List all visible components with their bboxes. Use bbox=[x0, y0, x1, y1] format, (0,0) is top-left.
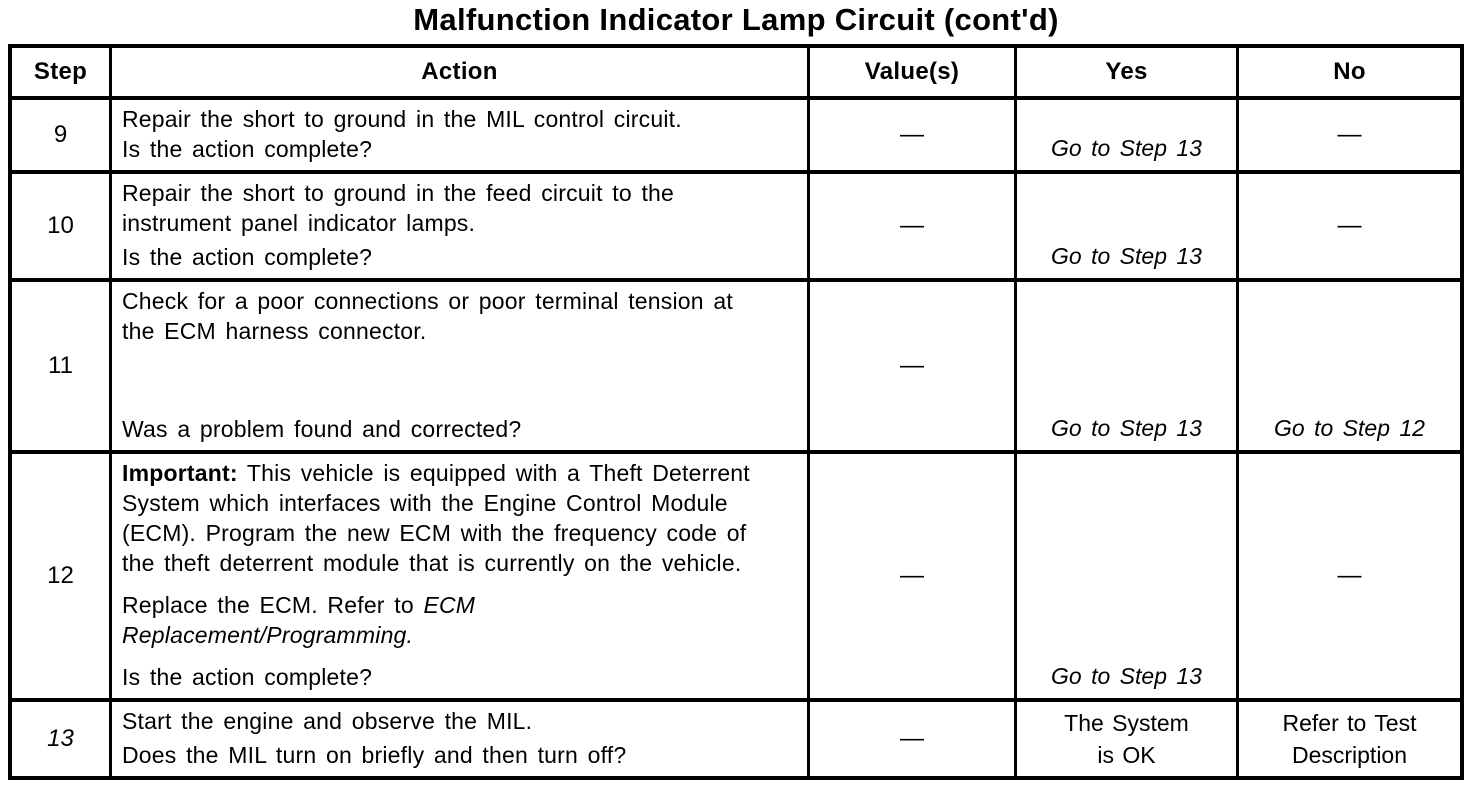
diagnostic-table: Step Action Value(s) Yes No 9 Repair the… bbox=[8, 44, 1464, 780]
yes-cell: Go to Step 13 bbox=[1017, 282, 1239, 450]
step-cell: 13 bbox=[12, 702, 112, 776]
yes-cell: The System is OK bbox=[1017, 702, 1239, 776]
action-statement: Repair the short to ground in the feed c… bbox=[122, 180, 675, 236]
yes-cell: Go to Step 13 bbox=[1017, 454, 1239, 698]
step-cell: 10 bbox=[12, 174, 112, 278]
no-cell: Refer to Test Description bbox=[1282, 710, 1417, 768]
table-row-step-9: 9 Repair the short to ground in the MIL … bbox=[12, 100, 1460, 174]
action-important-note: Important: This vehicle is equipped with… bbox=[122, 460, 750, 576]
value-cell: — bbox=[810, 282, 1017, 450]
action-question: Is the action complete? bbox=[122, 244, 373, 270]
action-question: Is the action complete? bbox=[122, 664, 373, 690]
action-question: Is the action complete? bbox=[122, 136, 373, 162]
no-cell: — bbox=[1337, 562, 1362, 589]
table-row-step-13: 13 Start the engine and observe the MIL.… bbox=[12, 702, 1460, 776]
table-row-step-12: 12 Important: This vehicle is equipped w… bbox=[12, 454, 1460, 702]
header-step: Step bbox=[12, 48, 112, 96]
action-cell: Start the engine and observe the MIL. Do… bbox=[112, 702, 810, 776]
action-cell: Repair the short to ground in the MIL co… bbox=[112, 100, 810, 170]
table-row-step-11: 11 Check for a poor connections or poor … bbox=[12, 282, 1460, 454]
action-question: Was a problem found and corrected? bbox=[122, 416, 522, 442]
step-cell: 9 bbox=[12, 100, 112, 170]
no-cell: — bbox=[1337, 121, 1362, 148]
ecm-replacement-reference: ECM bbox=[423, 592, 476, 618]
action-cell: Check for a poor connections or poor ter… bbox=[112, 282, 810, 450]
value-cell: — bbox=[810, 174, 1017, 278]
action-statement: Repair the short to ground in the MIL co… bbox=[122, 106, 682, 132]
value-cell: — bbox=[810, 702, 1017, 776]
step-cell: 11 bbox=[12, 282, 112, 450]
ecm-replacement-reference: Replacement/Programming. bbox=[122, 622, 414, 648]
action-replace-instruction: Replace the ECM. Refer to ECM Replacemen… bbox=[122, 592, 476, 648]
action-cell: Important: This vehicle is equipped with… bbox=[112, 454, 810, 698]
header-action: Action bbox=[112, 48, 810, 96]
header-values: Value(s) bbox=[810, 48, 1017, 96]
yes-cell: Go to Step 13 bbox=[1017, 100, 1239, 170]
table-header-row: Step Action Value(s) Yes No bbox=[12, 48, 1460, 100]
table-row-step-10: 10 Repair the short to ground in the fee… bbox=[12, 174, 1460, 282]
yes-cell: Go to Step 13 bbox=[1017, 174, 1239, 278]
important-label: Important: bbox=[122, 460, 238, 486]
action-question: Does the MIL turn on briefly and then tu… bbox=[122, 742, 627, 768]
step-cell: 12 bbox=[12, 454, 112, 698]
no-cell: Go to Step 12 bbox=[1274, 415, 1425, 441]
header-yes: Yes bbox=[1017, 48, 1239, 96]
no-cell: — bbox=[1337, 212, 1362, 239]
action-statement: Start the engine and observe the MIL. bbox=[122, 708, 533, 734]
header-no: No bbox=[1333, 58, 1366, 85]
action-cell: Repair the short to ground in the feed c… bbox=[112, 174, 810, 278]
value-cell: — bbox=[810, 100, 1017, 170]
page-title: Malfunction Indicator Lamp Circuit (cont… bbox=[413, 2, 1059, 37]
value-cell: — bbox=[810, 454, 1017, 698]
action-statement: Check for a poor connections or poor ter… bbox=[122, 288, 733, 344]
